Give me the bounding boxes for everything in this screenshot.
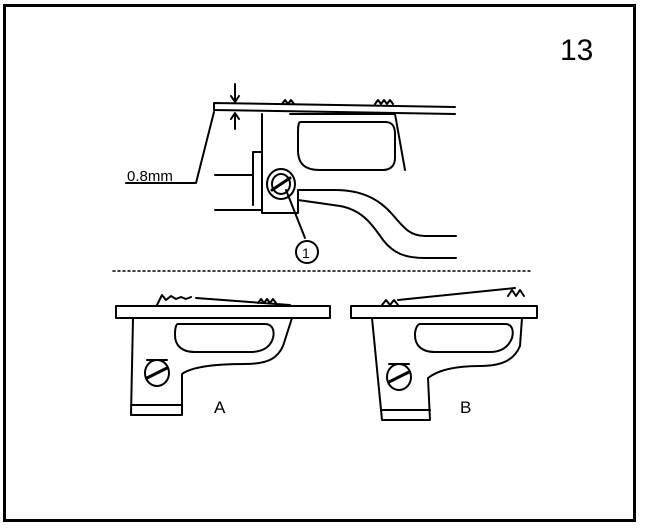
feed-dog-body-lower [297, 199, 457, 259]
view-b-screw [386, 363, 412, 391]
screw-callout-leader [285, 189, 306, 239]
view-a-label: A [214, 398, 226, 417]
view-a-teeth [156, 294, 291, 306]
screw-1 [266, 168, 296, 200]
feed-dog-rim [289, 113, 406, 171]
view-a-body [130, 317, 293, 416]
view-b-plate [350, 305, 538, 319]
figure-frame [3, 4, 636, 522]
view-b-body [371, 317, 523, 421]
view-a [115, 294, 331, 416]
screw-callout-circle [295, 240, 319, 264]
throat-plate [213, 102, 456, 115]
view-b-teeth [381, 287, 525, 306]
top-detail [125, 83, 457, 264]
support-bracket [214, 151, 263, 211]
view-a-plate [115, 305, 331, 319]
view-b-label: B [460, 398, 471, 417]
screw-callout-label: 1 [302, 245, 310, 261]
clearance-arrow [230, 83, 240, 130]
view-a-slot [174, 323, 275, 353]
feed-dog-teeth [281, 99, 394, 105]
clearance-label: 0.8mm [127, 168, 173, 185]
clearance-leader [125, 111, 215, 184]
view-a-screw [144, 359, 170, 387]
feed-dog-slot [297, 121, 396, 171]
feed-dog-body [261, 113, 457, 237]
page-number: 13 [560, 34, 594, 67]
view-b [350, 287, 538, 421]
view-b-slot [414, 323, 514, 353]
